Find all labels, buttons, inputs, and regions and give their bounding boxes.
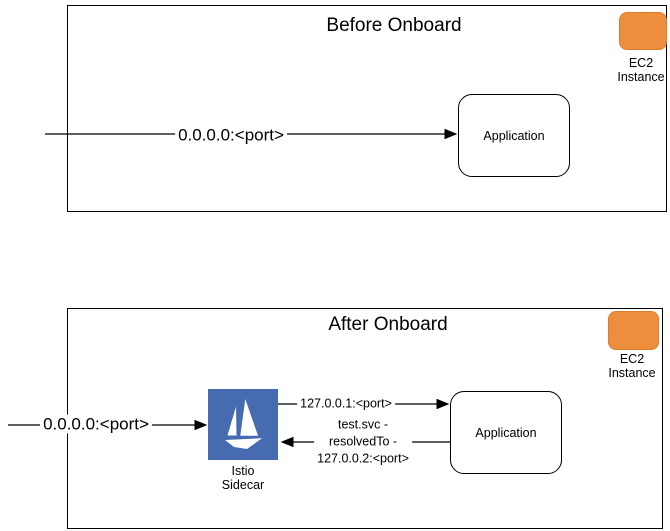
ec2-instance-icon <box>619 12 667 50</box>
application-node-before: Application <box>458 94 570 177</box>
return-label-line1: test.svc - <box>337 417 388 432</box>
istio-main-sail <box>240 399 258 436</box>
istio-to-app-label: 127.0.0.1:<port> <box>297 395 395 413</box>
application-label-after: Application <box>475 425 537 440</box>
app-to-istio-label: test.svc - resolvedTo - 127.0.0.2:<port> <box>314 416 412 468</box>
after-inbound-label: 0.0.0.0:<port> <box>40 414 152 434</box>
ec2-caption-line1: EC2 <box>628 56 654 70</box>
ec2-caption-line2: Instance <box>617 70 665 84</box>
ec2-instance-caption-after: EC2 Instance <box>608 352 655 380</box>
istio-sidecar-node <box>208 389 278 460</box>
before-onboard-box <box>67 5 667 212</box>
istio-caption-line2: Sidecar <box>221 478 265 492</box>
after-onboard-title: After Onboard <box>328 314 448 335</box>
istio-caption-line1: Istio <box>231 464 255 478</box>
ec2-after-caption-line2: Instance <box>608 366 656 380</box>
before-inbound-label: 0.0.0.0:<port> <box>175 125 287 145</box>
ec2-after-caption-line1: EC2 <box>619 352 645 366</box>
istio-fore-sail <box>227 406 237 436</box>
application-node-after: Application <box>450 391 562 474</box>
ec2-instance-icon-after <box>608 311 659 350</box>
ec2-instance-caption: EC2 Instance <box>617 56 664 84</box>
return-label-line3: 127.0.0.2:<port> <box>317 451 409 466</box>
istio-sidecar-caption: Istio Sidecar <box>222 464 264 492</box>
return-label-line2: resolvedTo - <box>328 434 398 449</box>
istio-hull <box>225 438 262 449</box>
application-label-before: Application <box>483 128 545 143</box>
istio-sailboat-icon <box>208 389 278 460</box>
before-onboard-title: Before Onboard <box>326 15 462 36</box>
